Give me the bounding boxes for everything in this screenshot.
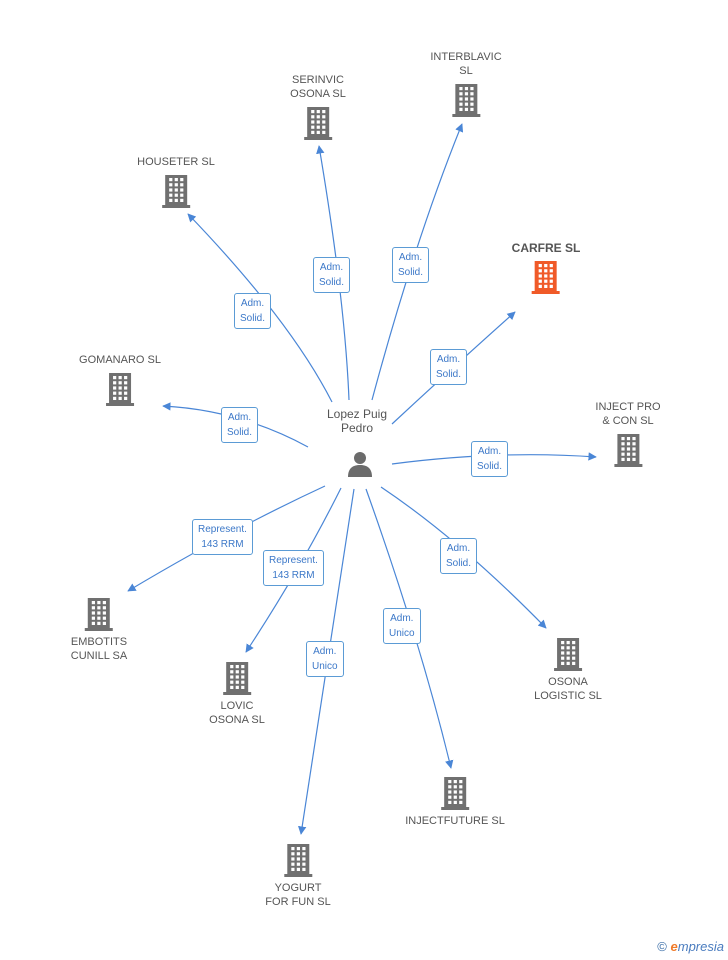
company-name-line: SERINVIC (292, 74, 344, 86)
company-name: INTERBLAVIC SL (430, 50, 501, 78)
building-icon (84, 598, 113, 631)
company-name-line: FOR FUN SL (265, 896, 331, 908)
brand-logo-text: mpresia (677, 939, 724, 954)
edge-label-line: Adm. (436, 354, 461, 365)
edge-label-injectpro[interactable]: Adm. Solid. (471, 441, 509, 477)
company-name-line: EMBOTITS (70, 636, 128, 648)
company-name-line: INTERBLAVIC (430, 51, 502, 63)
edge-label-line: Represent. (269, 555, 318, 566)
edge-label-line: Adm. (398, 252, 423, 263)
edge-label-line: Adm. (240, 298, 265, 309)
building-icon (303, 107, 332, 140)
company-node-serinvic[interactable]: SERINVIC OSONA SL (290, 73, 346, 140)
company-node-houseter[interactable]: HOUSETER SL (137, 155, 215, 208)
company-name: CARFRE SL (512, 241, 581, 255)
edge-label-line: Solid. (398, 267, 424, 278)
building-icon (161, 175, 190, 208)
company-name-line: OSONA SL (209, 714, 265, 726)
edge-label-line: Represent. (198, 524, 247, 535)
company-name: HOUSETER SL (137, 155, 215, 169)
building-icon (531, 261, 560, 294)
company-name: INJECT PRO & CON SL (595, 400, 660, 428)
edge-label-line: Solid. (446, 558, 472, 569)
company-name-line: OSONA (548, 676, 588, 688)
edge-label-lovic[interactable]: Represent. 143 RRM (263, 550, 324, 586)
edge-label-line: Unico (389, 628, 415, 639)
edge-label-serinvic[interactable]: Adm. Solid. (313, 257, 351, 293)
center-person-label: Lopez Puig Pedro (327, 407, 387, 435)
footer-brand[interactable]: © empresia (657, 939, 724, 954)
edge-label-line: Adm. (446, 543, 471, 554)
edge-label-embotits[interactable]: Represent. 143 RRM (192, 519, 253, 555)
edge-label-injectfuture[interactable]: Adm. Unico (383, 608, 421, 644)
company-name: SERINVIC OSONA SL (290, 73, 346, 101)
company-name-line: CARFRE SL (511, 241, 581, 255)
company-node-gomanaro[interactable]: GOMANARO SL (79, 353, 161, 406)
edge-label-line: 143 RRM (201, 539, 244, 550)
person-icon (348, 452, 372, 477)
company-name: OSONA LOGISTIC SL (534, 675, 602, 703)
edge-houseter (187, 213, 333, 403)
edge-label-line: Unico (312, 661, 338, 672)
company-name-line: LOVIC (220, 700, 254, 712)
building-icon (553, 638, 582, 671)
company-name: INJECTFUTURE SL (405, 814, 505, 828)
building-icon (452, 84, 480, 117)
edge-label-line: Solid. (477, 461, 503, 472)
company-name: YOGURT FOR FUN SL (265, 881, 330, 909)
company-node-injectpro[interactable]: INJECT PRO & CON SL (595, 400, 661, 467)
edge-label-line: Adm. (390, 613, 414, 624)
edge-label-line: Adm. (477, 446, 502, 457)
company-name-line: INJECT PRO (595, 401, 661, 413)
building-icon (106, 373, 134, 406)
company-name: GOMANARO SL (79, 353, 161, 367)
company-node-carfre[interactable]: CARFRE SL (512, 241, 581, 294)
edge-label-osona[interactable]: Adm. Solid. (440, 538, 478, 574)
edge-label-line: Solid. (227, 427, 253, 438)
company-name: LOVIC OSONA SL (209, 699, 265, 727)
edge-label-yogurt[interactable]: Adm. Unico (306, 641, 344, 677)
building-icon (441, 777, 469, 810)
company-name-line: OSONA SL (290, 88, 346, 100)
building-icon (613, 434, 642, 467)
edge-label-line: Solid. (319, 277, 345, 288)
edge-label-line: Solid. (436, 369, 462, 380)
edge-label-line: Adm. (313, 646, 337, 657)
building-icon (222, 662, 251, 695)
edge-label-gomanaro[interactable]: Adm. Solid. (221, 407, 259, 443)
edge-label-carfre[interactable]: Adm. Solid. (430, 349, 468, 385)
company-name-line: HOUSETER SL (137, 156, 215, 168)
building-icon (284, 844, 312, 877)
edge-label-line: Solid. (240, 313, 266, 324)
company-name-line: & CON SL (602, 415, 654, 427)
company-node-injectfuture[interactable]: INJECTFUTURE SL (405, 776, 505, 828)
edge-label-line: 143 RRM (272, 570, 315, 581)
edge-label-houseter[interactable]: Adm. Solid. (234, 293, 272, 329)
company-node-lovic[interactable]: LOVIC OSONA SL (209, 661, 265, 727)
edge-label-interblavic[interactable]: Adm. Solid. (392, 247, 430, 283)
company-name-line: SL (459, 65, 473, 77)
company-node-osona[interactable]: OSONA LOGISTIC SL (534, 637, 602, 703)
company-name-line: GOMANARO SL (79, 354, 161, 366)
brand-logo-e: e (670, 939, 678, 954)
company-node-embotits[interactable]: EMBOTITS CUNILL SA (71, 597, 127, 663)
company-name-line: INJECTFUTURE SL (405, 815, 505, 827)
company-name-line: CUNILL SA (70, 650, 128, 662)
company-node-yogurt[interactable]: YOGURT FOR FUN SL (265, 843, 331, 909)
edge-label-line: Adm. (227, 412, 252, 423)
company-name-line: LOGISTIC SL (534, 690, 602, 702)
center-name-line-2: Pedro (340, 421, 374, 435)
copyright-symbol: © (657, 939, 667, 954)
center-name-line-1: Lopez Puig (326, 407, 388, 421)
company-node-interblavic[interactable]: INTERBLAVIC SL (430, 50, 502, 117)
edge-label-line: Adm. (319, 262, 344, 273)
company-name-line: YOGURT (274, 882, 322, 894)
company-name: EMBOTITS CUNILL SA (71, 635, 127, 663)
